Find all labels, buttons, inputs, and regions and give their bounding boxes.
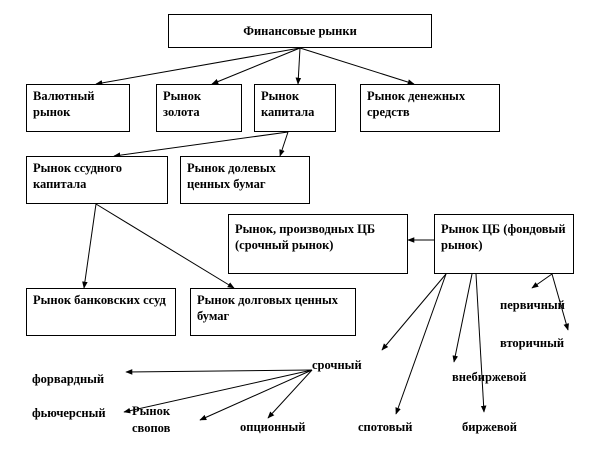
financial-markets-box: Финансовые рынки [168,14,432,48]
arrow-forward-to-forward-contract [125,369,313,375]
debt-securities-market-box: Рынок долговых ценных бумаг [190,288,356,336]
securities-market-box: Рынок ЦБ (фондовый рынок) [434,214,574,274]
arrow-capital-to-equity [279,131,289,157]
loan-capital-market-box: Рынок ссудного капитала [26,156,168,204]
arrow-securities-to-forward [381,273,447,351]
arrow-financial-to-money [299,47,415,85]
options-label: опционный [240,420,306,434]
futures-label: фьючерсный [32,406,106,420]
swaps-market-label: Рынок свопов [132,404,171,435]
exchange-label: биржевой [462,420,517,434]
arrow-loan-to-debt [95,203,235,289]
primary-label: первичный [500,298,565,312]
arrow-financial-to-capital [295,47,302,85]
arrow-securities-to-otc [452,273,473,363]
money-market-box: Рынок денежных средств [360,84,500,132]
equity-securities-market-box: Рынок долевых ценных бумаг [180,156,310,204]
arrow-securities-to-exchange [475,273,487,413]
arrow-financial-to-gold [211,47,301,85]
spot-label: спотовый [358,420,413,434]
secondary-label: вторичный [500,336,565,350]
derivatives-market-box: Рынок, производных ЦБ (срочный рынок) [228,214,408,274]
arrow-forward-to-swaps [199,369,313,421]
arrow-forward-to-futures [123,369,313,414]
gold-market-box: Рынок золота [156,84,242,132]
arrow-loan-to-bank-loans [82,203,97,289]
arrow-securities-to-secondary [551,273,569,331]
forward-label: срочный [312,358,362,372]
arrow-capital-to-loan [113,131,289,158]
otc-label: внебиржевой [452,370,527,384]
arrow-forward-to-options [267,369,313,419]
forward-contract-label: форвардный [32,372,105,386]
currency-market-box: Валютный рынок [26,84,130,132]
arrow-securities-to-spot [395,273,447,415]
arrow-financial-to-currency [95,47,301,86]
arrow-securities-to-primary [531,273,553,289]
capital-market-box: Рынок капитала [254,84,336,132]
bank-loans-market-box: Рынок банковских ссуд [26,288,176,336]
